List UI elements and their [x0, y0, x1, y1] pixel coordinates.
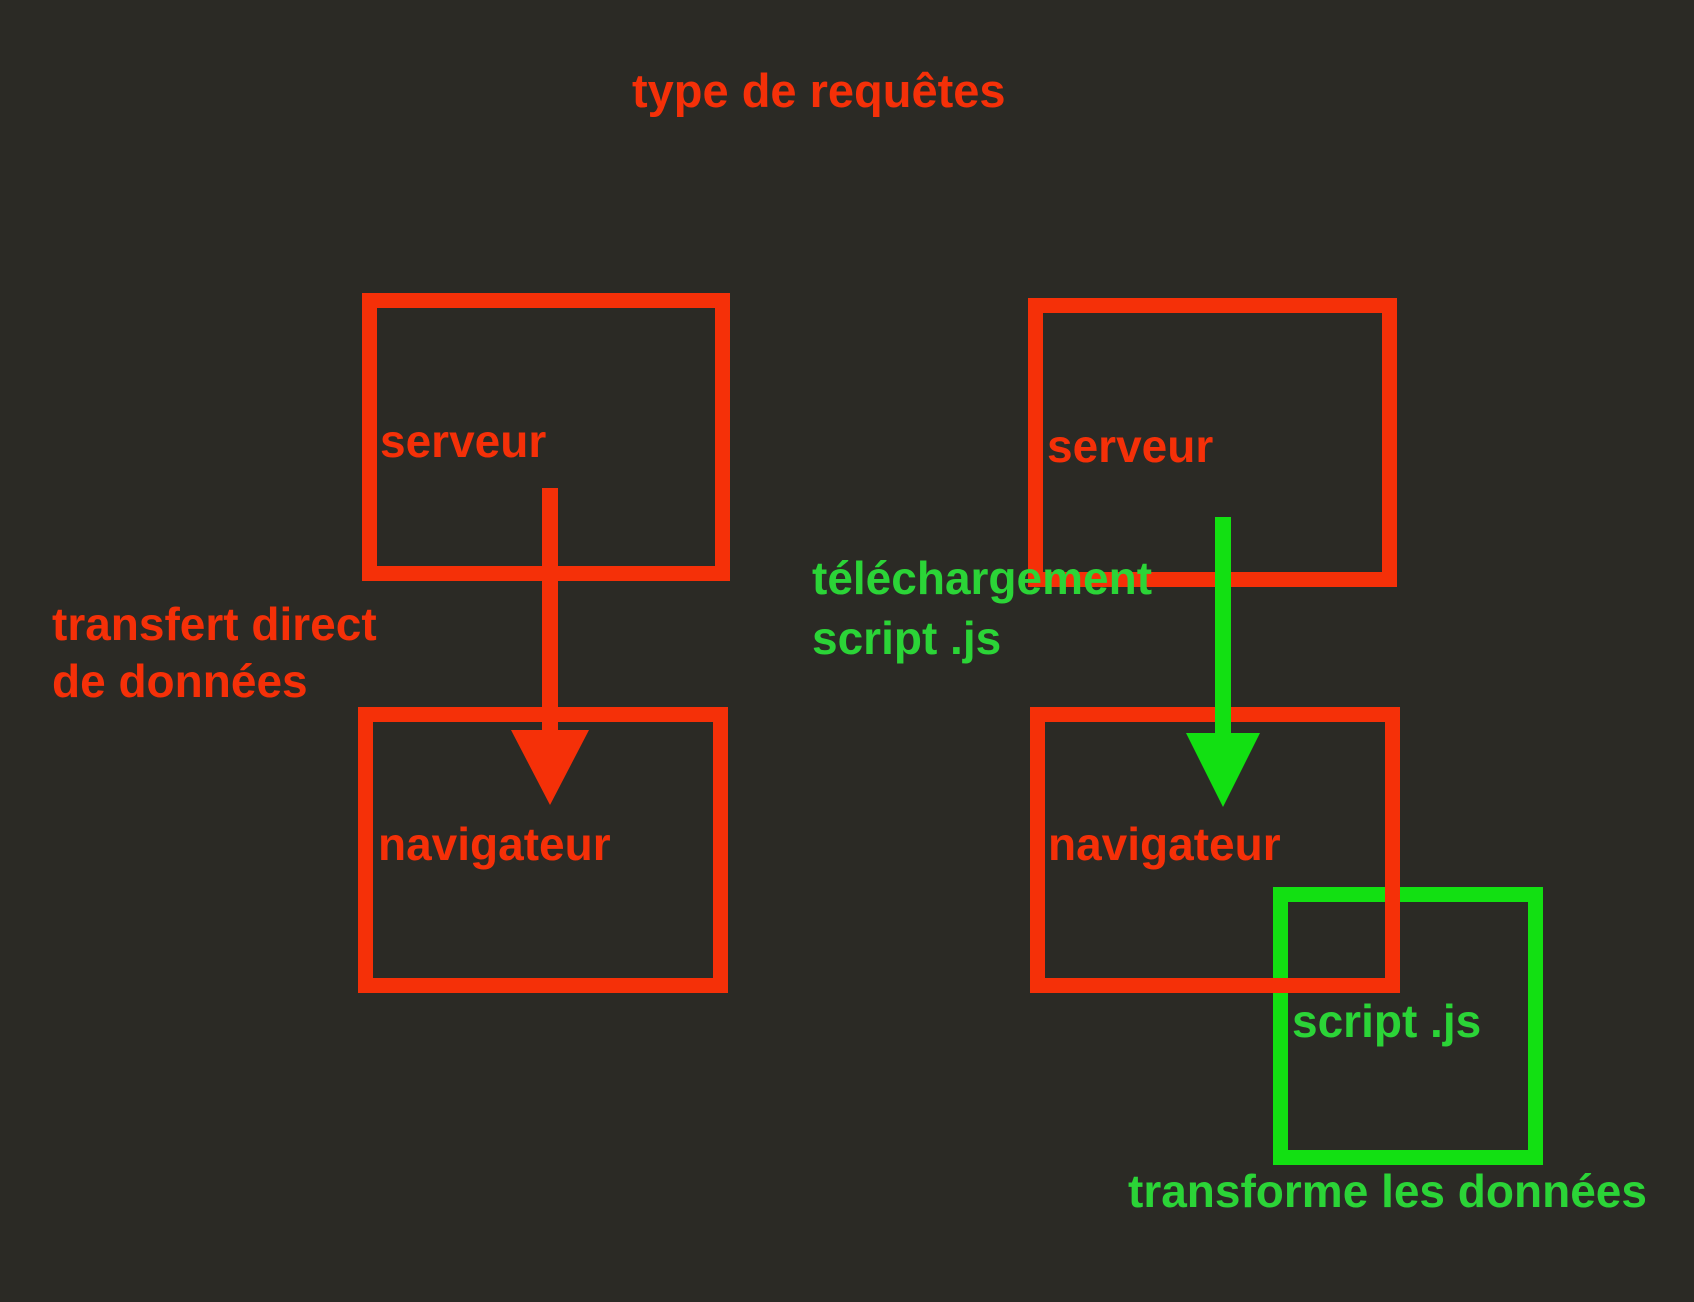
script-download-arrow-head: [1186, 733, 1260, 807]
left-server-box: serveur: [362, 293, 730, 581]
script-download-caption-line1: téléchargement: [812, 552, 1153, 604]
script-download-arrow-shaft: [1215, 517, 1231, 743]
right-server-label: serveur: [1047, 420, 1214, 472]
left-browser-box: navigateur: [358, 707, 728, 993]
direct-transfer-arrow-head: [511, 730, 589, 805]
diagram-title: type de requêtes: [632, 64, 1006, 117]
right-server-box: serveur: [1028, 298, 1397, 587]
direct-transfer-caption: transfert direct de données: [52, 596, 377, 710]
left-server-label: serveur: [380, 415, 547, 467]
direct-transfer-arrow-shaft: [542, 488, 558, 740]
direct-transfer-caption-line2: de données: [52, 655, 308, 707]
script-js-box-caption: transforme les données: [1128, 1165, 1647, 1217]
left-browser-label: navigateur: [378, 818, 611, 870]
script-js-box: script .js: [1273, 887, 1543, 1165]
direct-transfer-caption-line1: transfert direct: [52, 598, 377, 650]
right-browser-label: navigateur: [1048, 818, 1281, 870]
script-js-box-label: script .js: [1292, 995, 1482, 1047]
script-download-caption-line2: script .js: [812, 612, 1002, 664]
script-download-caption: téléchargement script .js: [812, 548, 1152, 668]
